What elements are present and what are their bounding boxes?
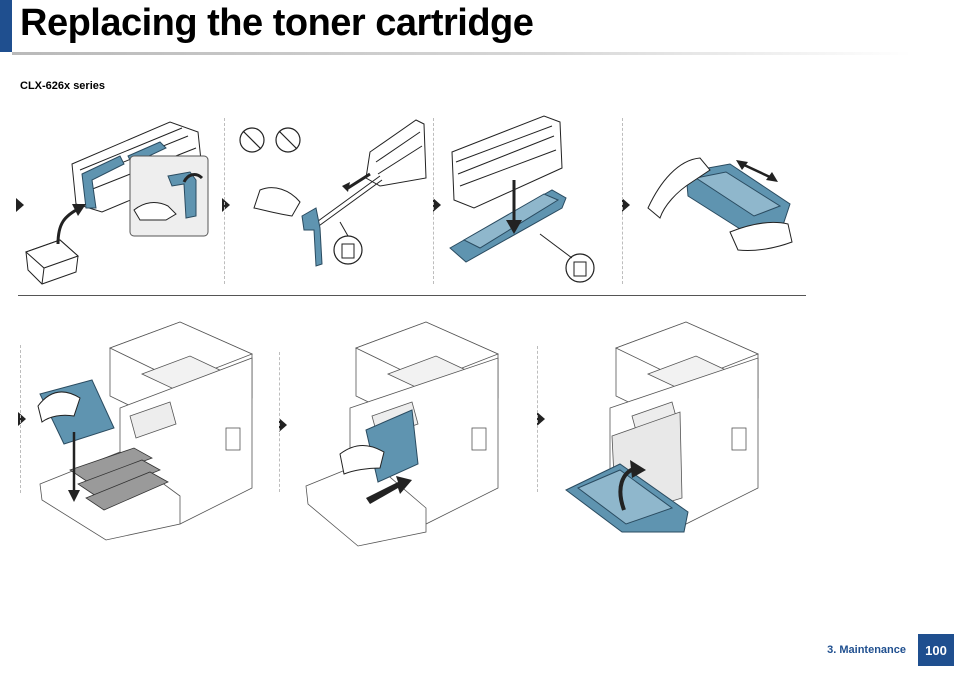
- step-arrow-icon: [433, 198, 441, 212]
- row-separator: [18, 295, 806, 296]
- panel-divider: [622, 118, 623, 284]
- step-arrow-icon: [537, 412, 545, 426]
- insert-cartridge-illustration: [30, 318, 260, 548]
- step-arrow-icon: [622, 198, 630, 212]
- step-arrow-icon: [16, 198, 24, 212]
- title-accent-bar: [0, 0, 12, 52]
- panel-divider: [537, 346, 538, 492]
- footer-section-label: 3. Maintenance: [827, 644, 906, 656]
- step-arrow-icon: [279, 418, 287, 432]
- close-front-cover-illustration: [560, 318, 775, 548]
- remove-cartridge-from-packaging-illustration: [20, 112, 215, 287]
- page-title: Replacing the toner cartridge: [20, 2, 534, 44]
- panel-divider: [224, 118, 225, 284]
- series-label: CLX-626x series: [20, 80, 105, 92]
- title-underline: [12, 52, 912, 55]
- page-number: 100: [918, 634, 954, 666]
- remove-cartridge-cover-illustration: [440, 112, 615, 287]
- push-cartridge-in-illustration: [300, 318, 520, 548]
- shake-cartridge-illustration: [630, 112, 805, 287]
- panel-divider: [433, 118, 434, 284]
- panel-divider: [279, 352, 280, 492]
- remove-protective-strip-illustration: [230, 112, 430, 287]
- panel-divider: [20, 345, 21, 493]
